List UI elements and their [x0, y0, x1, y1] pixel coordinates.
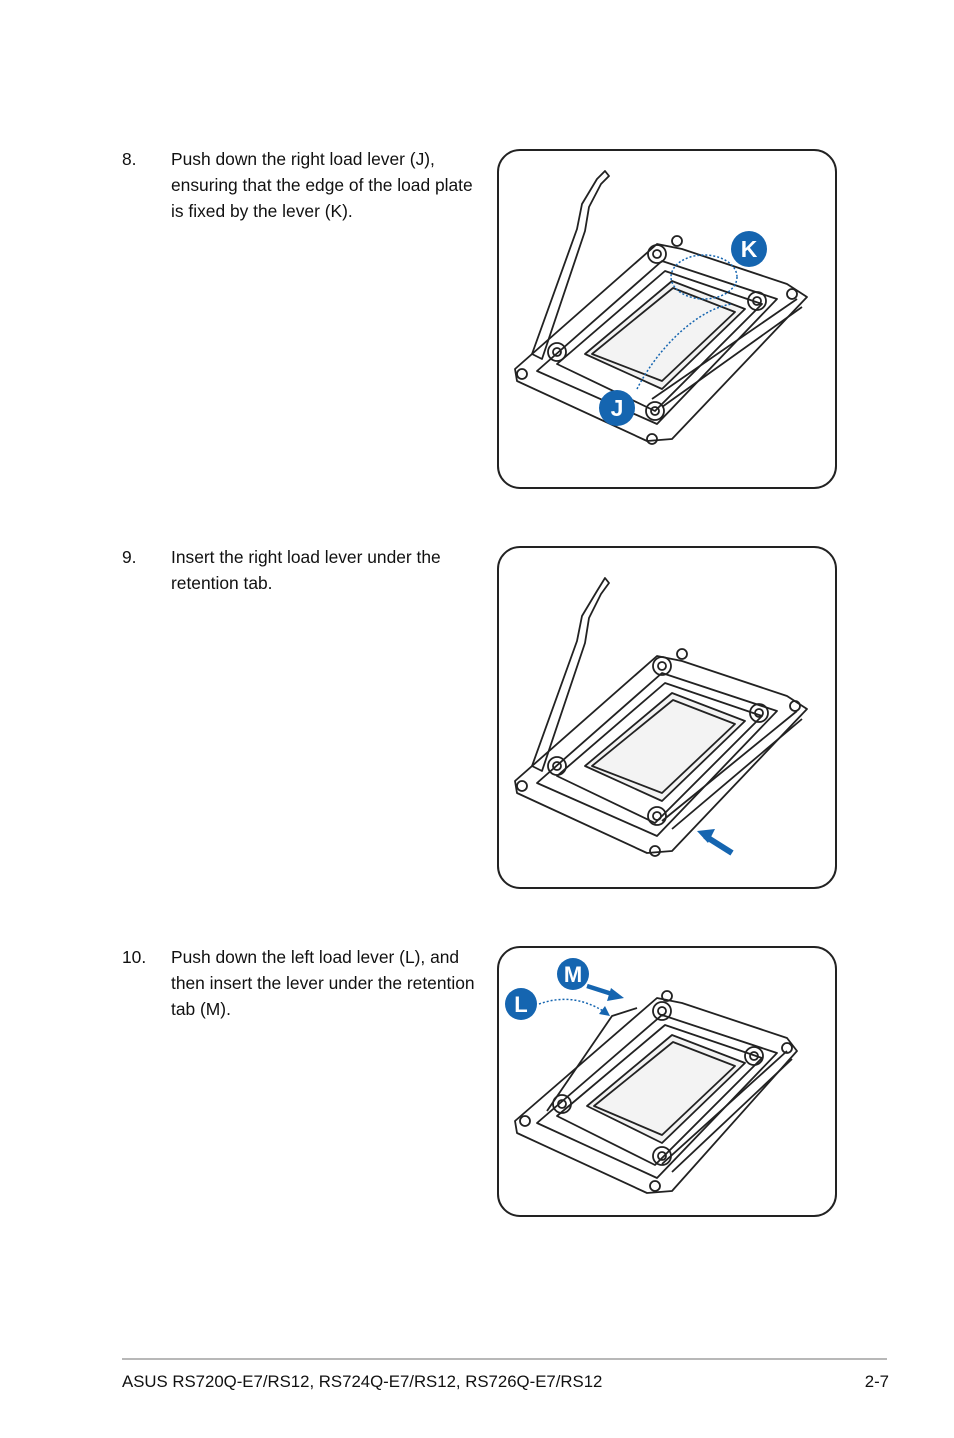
figure-step-8: K J — [497, 149, 837, 490]
socket-illustration: K J — [497, 149, 837, 489]
step-number: 8. — [122, 149, 137, 169]
step-text: Insert the right load lever under the re… — [171, 547, 441, 593]
page-number: 2-7 — [864, 1372, 889, 1391]
callout-k: K — [670, 231, 767, 300]
step-number: 10. — [122, 947, 147, 967]
svg-text:M: M — [564, 962, 582, 987]
figure-step-10: M L — [497, 946, 837, 1218]
figure-step-9 — [497, 546, 837, 890]
insert-arrow — [697, 829, 734, 856]
callout-m: M — [557, 958, 624, 1001]
socket-illustration: M L — [497, 946, 837, 1217]
footer-divider — [122, 1358, 887, 1360]
step-number: 9. — [122, 547, 137, 567]
callout-l: L — [505, 988, 610, 1020]
step-text: Push down the right load lever (J), ensu… — [171, 149, 473, 221]
socket-illustration — [497, 546, 837, 889]
footer-product: ASUS RS720Q-E7/RS12, RS724Q-E7/RS12, RS7… — [122, 1372, 603, 1391]
callout-j: J — [599, 303, 733, 426]
svg-text:K: K — [741, 236, 758, 262]
svg-text:L: L — [514, 992, 527, 1017]
svg-text:J: J — [611, 395, 624, 421]
step-text: Push down the left load lever (L), and t… — [171, 947, 475, 1019]
